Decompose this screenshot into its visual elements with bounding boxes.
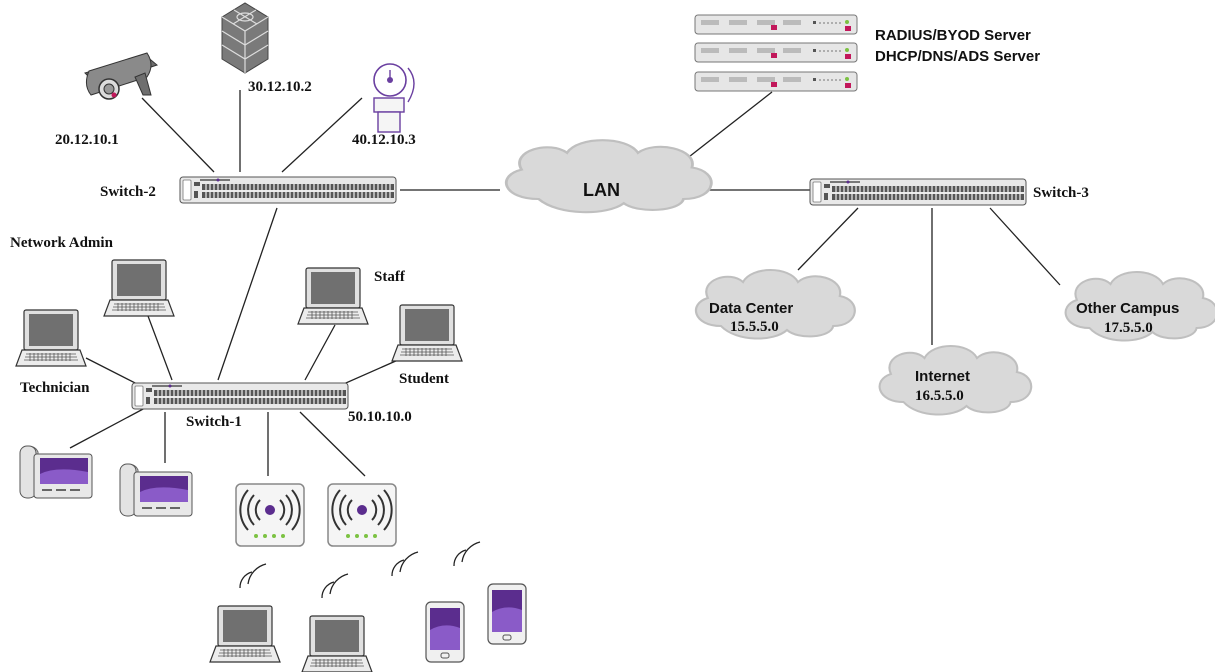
wifi-signal-icon — [391, 551, 419, 577]
ip-phone-icon — [19, 445, 93, 499]
wifi-signal-icon — [239, 563, 267, 589]
device-ip-label: 30.12.10.2 — [248, 79, 312, 95]
ip-phone-icon — [119, 463, 193, 517]
switch-1-label: Switch-1 — [186, 414, 242, 430]
data-center-ip-label: 15.5.5.0 — [730, 319, 779, 335]
switch-2-label: Switch-2 — [100, 184, 156, 200]
switch-3-label: Switch-3 — [1033, 185, 1089, 201]
data-center-label: Data Center — [709, 300, 794, 317]
lan-cloud — [504, 138, 713, 214]
switch-1-device — [131, 382, 349, 410]
other-campus-ip-label: 17.5.5.0 — [1104, 320, 1153, 336]
dhcp-server-label: DHCP/DNS/ADS Server — [875, 48, 1041, 65]
technician-label: Technician — [20, 380, 90, 396]
access-point-icon — [327, 483, 397, 547]
other-campus-label: Other Campus — [1076, 300, 1180, 317]
smartphone-icon — [487, 583, 527, 645]
bell-icon — [373, 63, 415, 133]
technician-laptop-icon — [15, 309, 87, 367]
wireless-laptop-icon — [301, 615, 373, 672]
network-admin-label: Network Admin — [10, 235, 113, 251]
staff-label: Staff — [374, 269, 405, 285]
radius-server-label: RADIUS/BYOD Server — [875, 27, 1031, 44]
wifi-signal-icon — [453, 541, 481, 567]
switch-2-device — [179, 176, 397, 204]
internet-ip-label: 16.5.5.0 — [915, 388, 964, 404]
access-point-icon — [235, 483, 305, 547]
switch-1-subnet-label: 50.10.10.0 — [348, 409, 412, 425]
student-label: Student — [399, 371, 450, 387]
lan-label: LAN — [583, 180, 620, 200]
internet-label: Internet — [915, 368, 971, 385]
ip-camera-icon — [84, 52, 159, 100]
camera-ip-label: 20.12.10.1 — [55, 132, 119, 148]
server-unit-3 — [694, 71, 858, 92]
wifi-signal-icon — [321, 573, 349, 599]
bell-ip-label: 40.12.10.3 — [352, 132, 416, 148]
smartphone-icon — [425, 601, 465, 663]
dhcp-server-unit — [694, 42, 858, 63]
staff-laptop-icon — [297, 267, 369, 325]
server-box-icon — [221, 2, 269, 74]
switch-3-device — [809, 178, 1027, 206]
network-admin-laptop-icon — [103, 259, 175, 317]
radius-server-unit — [694, 14, 858, 35]
student-laptop-icon — [391, 304, 463, 362]
wireless-laptop-icon — [209, 605, 281, 663]
